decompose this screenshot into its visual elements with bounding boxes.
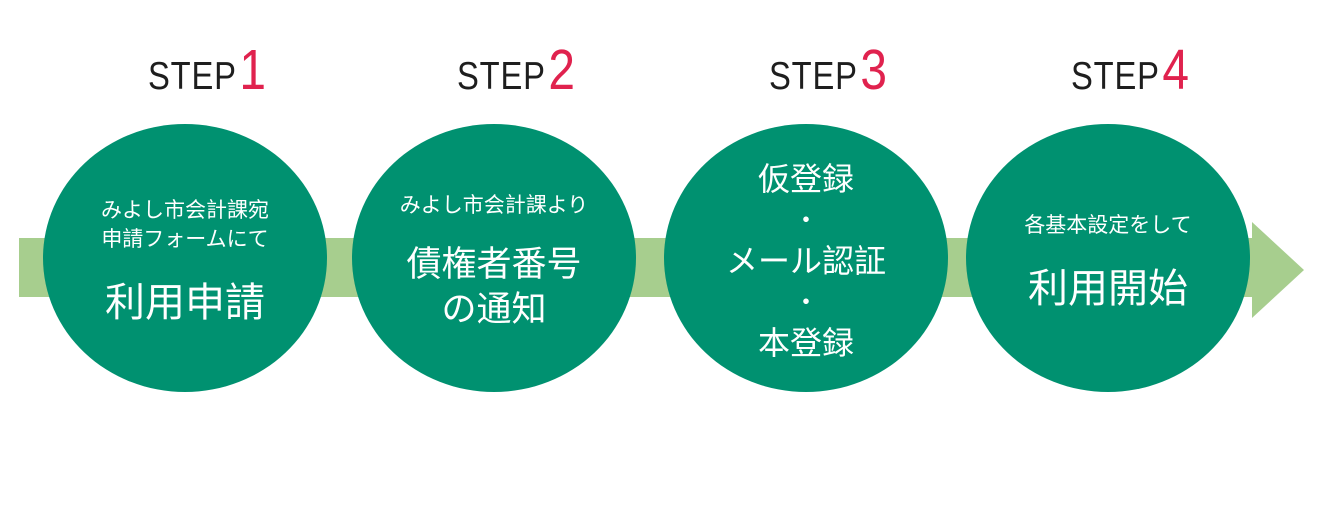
dot-separator: ・ <box>792 286 819 317</box>
step-number: 2 <box>548 38 576 102</box>
step-word: STEP <box>147 55 237 98</box>
subtext-line: みよし市会計課より <box>399 193 589 217</box>
dot-separator: ・ <box>792 204 819 235</box>
step-word: STEP <box>1070 55 1160 98</box>
step-4-group: STEP 4 各基本設定をして 利用開始 <box>966 0 1250 505</box>
step-1-subtext: みよし市会計課宛 申請フォームにて <box>101 196 269 254</box>
step-4-subtext: 各基本設定をして <box>1024 211 1191 240</box>
step-number: 4 <box>1162 38 1190 102</box>
step-word: STEP <box>456 55 546 98</box>
step-3-group: STEP 3 仮登録 ・ メール認証 ・ 本登録 <box>664 0 948 505</box>
step-3-circle: 仮登録 ・ メール認証 ・ 本登録 <box>664 124 948 392</box>
step-4-heading: STEP 4 <box>1011 42 1250 103</box>
title-line: 利用申請 <box>105 281 265 325</box>
subtext-line: みよし市会計課宛 <box>101 199 269 222</box>
step-2-title: 債権者番号 の通知 <box>406 242 581 332</box>
subtext-line: 各基本設定をして <box>1024 213 1192 237</box>
title-line: メール認証 <box>725 242 886 279</box>
step-1-heading: STEP 1 <box>88 42 327 103</box>
step-2-subtext: みよし市会計課より <box>400 191 589 220</box>
step-number: 3 <box>860 38 888 102</box>
title-line: 債権者番号 <box>406 244 582 284</box>
step-1-group: STEP 1 みよし市会計課宛 申請フォームにて 利用申請 <box>43 0 327 505</box>
step-1-title: 利用申請 <box>105 280 265 326</box>
subtext-line: 申請フォームにて <box>101 228 269 251</box>
title-line: 本登録 <box>757 324 854 361</box>
step-3-title: 仮登録 ・ メール認証 ・ 本登録 <box>726 159 886 364</box>
title-line: 仮登録 <box>757 160 854 197</box>
right-arrowhead-icon <box>1252 222 1304 318</box>
title-line: の通知 <box>441 289 547 329</box>
step-1-circle: みよし市会計課宛 申請フォームにて 利用申請 <box>43 124 327 392</box>
step-2-group: STEP 2 みよし市会計課より 債権者番号 の通知 <box>352 0 636 505</box>
step-word: STEP <box>768 55 858 98</box>
title-line: 利用開始 <box>1028 266 1188 311</box>
step-2-heading: STEP 2 <box>397 42 636 103</box>
step-3-heading: STEP 3 <box>709 42 948 103</box>
step-4-title: 利用開始 <box>1028 266 1188 312</box>
step-2-circle: みよし市会計課より 債権者番号 の通知 <box>352 124 636 392</box>
step-number: 1 <box>239 38 267 102</box>
step-4-circle: 各基本設定をして 利用開始 <box>966 124 1250 392</box>
